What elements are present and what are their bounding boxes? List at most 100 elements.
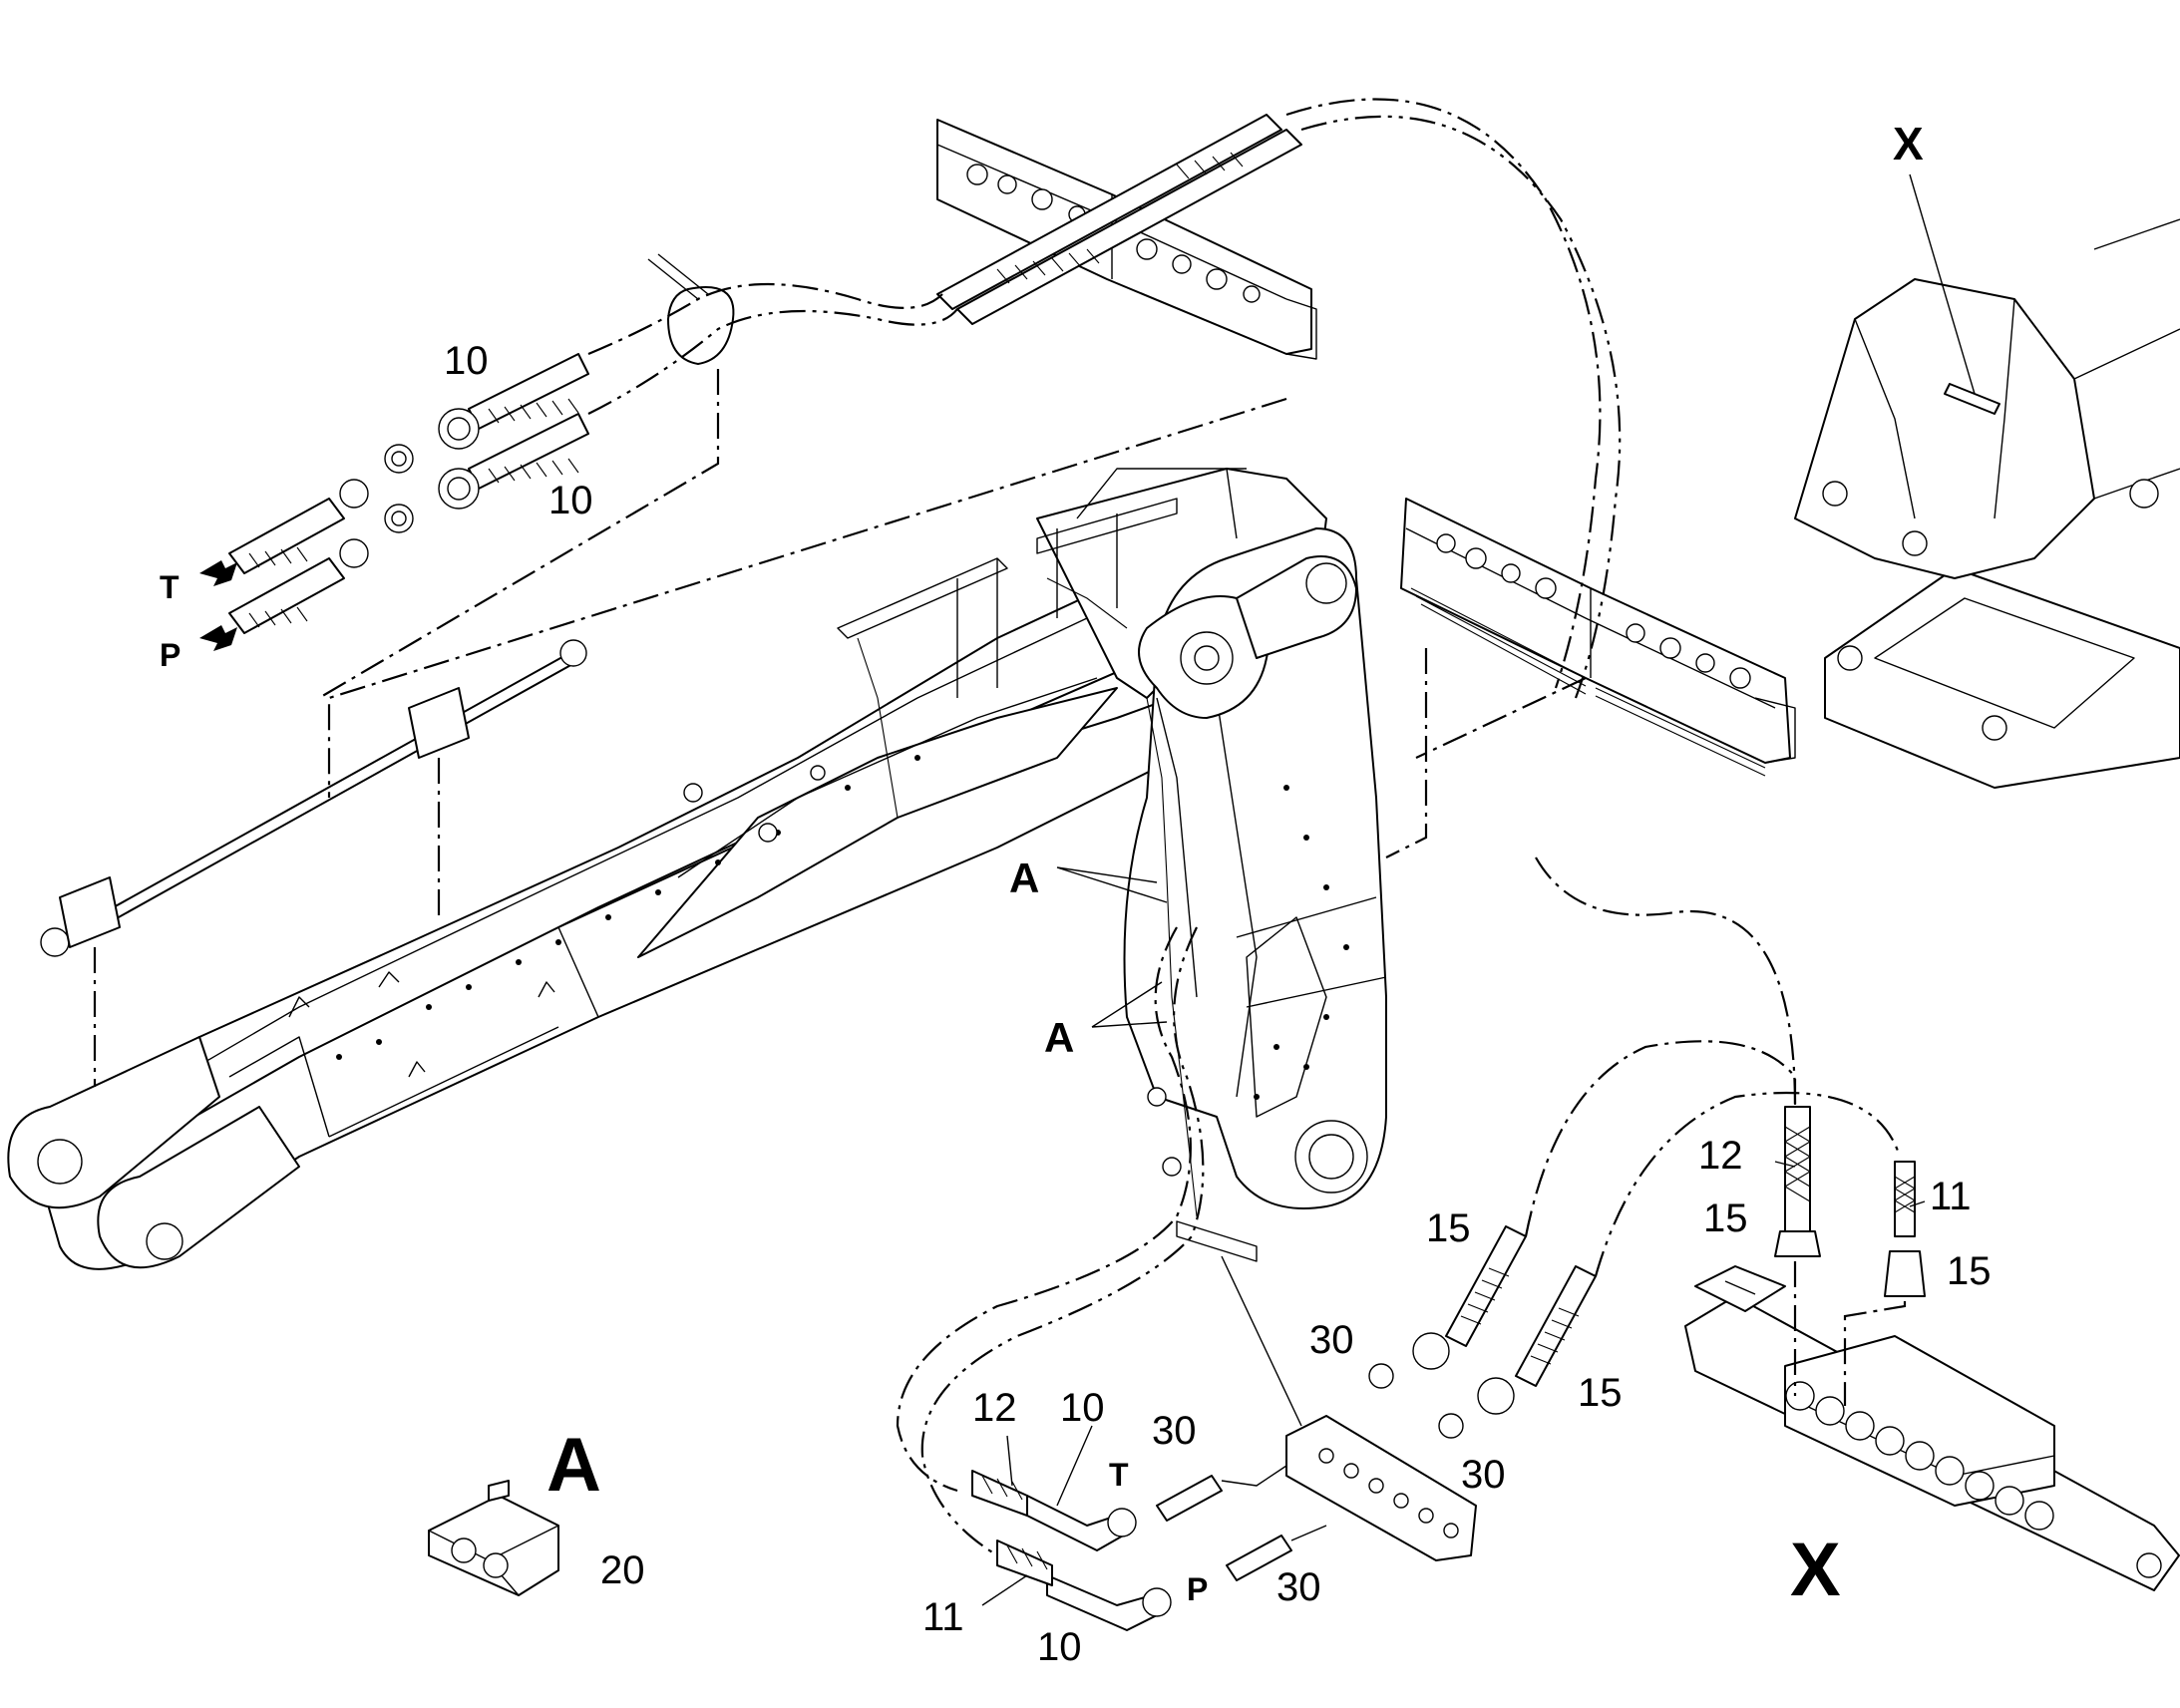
boom-top-brackets (288, 498, 1178, 1078)
leader-hose-to-frame (587, 282, 943, 356)
a-block-body (428, 1495, 559, 1596)
x-frame-detail-lines (1854, 218, 2180, 519)
leader-right-loop (1535, 856, 1797, 1108)
x-block-hoses (1774, 1106, 1926, 1297)
leader-frame-to-boom (327, 397, 1287, 798)
nut-10-upper (1107, 1508, 1137, 1537)
label-30-p: 30 (1276, 1565, 1321, 1609)
label-11-lower: 11 (922, 1595, 964, 1639)
nut-10-lower (1142, 1587, 1172, 1617)
label-30-upper-left: 30 (1309, 1318, 1354, 1362)
washer-30-upper (1368, 1363, 1394, 1389)
arrow-p-icon (199, 625, 237, 651)
dash-dot-leaders (93, 98, 1907, 1556)
a-leader-upper (1056, 866, 1168, 903)
x-block-body (1784, 1335, 2055, 1507)
strip-holes (1318, 1448, 1459, 1538)
label-15-lower: 15 (1578, 1371, 1623, 1415)
nut-15-lower (1477, 1377, 1515, 1415)
x-frame-hole-2 (1902, 530, 1928, 556)
leader-top-arc-2 (1300, 115, 1622, 699)
boom-side-edge (228, 926, 599, 1138)
fitting-30-p (1226, 1535, 1292, 1581)
stick-pivot-inner (1194, 645, 1220, 671)
clamp-rod (59, 647, 584, 948)
x-detail-block (1684, 1265, 2180, 1591)
label-30-t: 30 (1152, 1409, 1197, 1453)
fitting-30-t (1156, 1475, 1223, 1522)
lower-hoses (971, 1225, 1597, 1631)
x-frame-turntable-inner (1874, 597, 2135, 729)
label-30-right: 30 (1461, 1453, 1506, 1497)
leader-stick-to-lower-2 (920, 926, 1205, 1556)
hose-11-right (1894, 1161, 1916, 1237)
boom-foot-lug-hole (146, 1222, 183, 1260)
clamp-rod-assembly (40, 639, 587, 957)
label-20: 20 (600, 1548, 645, 1592)
right-frame-bracket (1754, 697, 1796, 764)
x-frame-hole-5 (1982, 715, 2007, 741)
top-frame-bracket (1285, 298, 1317, 360)
leader-right-frame-bracket (1385, 648, 1587, 858)
a-block-boss (488, 1480, 510, 1502)
label-x-top: X (1893, 118, 1924, 170)
stick-bottom-lug-inner (1308, 1134, 1354, 1180)
leader-clamp-ring (318, 369, 720, 699)
x-frame-hole-1 (1822, 481, 1848, 507)
stick-holes (1147, 785, 1349, 1177)
boom-holes (336, 755, 920, 1060)
arrow-t-icon (199, 560, 237, 586)
right-clamp-frame (1400, 498, 1796, 777)
hose-10-lower (438, 413, 589, 510)
label-p-lower: P (1187, 1571, 1208, 1607)
leader-hose-to-frame-2 (587, 308, 958, 415)
stick-inner-edge (1156, 697, 1258, 1098)
top-braided-hose-1 (936, 114, 1282, 310)
x-block-plate-hole (2136, 1552, 2162, 1578)
stick-web (1246, 916, 1327, 1118)
stick-base-strip (1176, 1220, 1258, 1262)
x-leader-line (1909, 173, 1976, 395)
x-block-upper-plate (1694, 1265, 1786, 1312)
label-10-bent-lower: 10 (1037, 1625, 1082, 1669)
leader-stick-to-lower (896, 926, 1192, 1493)
a-block-hole-2 (483, 1552, 509, 1578)
a-callout-leaders (1056, 866, 1168, 1028)
label-10-upper: 10 (444, 339, 489, 383)
label-x-detail: X (1790, 1528, 1841, 1612)
right-frame-holes (1436, 533, 1751, 689)
boom-pipe-route (857, 577, 1128, 819)
x-frame-hole-4 (1837, 645, 1863, 671)
top-braided-hose-2 (956, 129, 1302, 325)
top-hoses (199, 114, 1302, 651)
stick-assembly (1123, 527, 1387, 1262)
x-frame-turntable (1824, 567, 2180, 789)
hose-clamp-ring (667, 286, 735, 365)
x-detail-frame (1794, 173, 2180, 789)
nut-15-left (1774, 1230, 1821, 1257)
a-leader-lower (1091, 981, 1168, 1028)
rod-nut-top (559, 639, 587, 667)
label-12-right: 12 (1698, 1134, 1743, 1178)
fitting-leaders (1221, 1465, 1327, 1541)
label-p-top: P (160, 637, 181, 673)
label-15-right-right: 15 (1947, 1249, 1992, 1293)
x-block-fittings (1785, 1381, 2054, 1531)
leader-hose15-to-x-12 (1524, 1040, 1797, 1237)
hose-t (228, 479, 369, 574)
fittings-upper (384, 444, 414, 533)
leader-hose15-to-x-11 (1594, 1091, 1902, 1277)
boom-head-bracket-edge (1076, 468, 1247, 539)
rod-nut-bottom (40, 927, 70, 957)
label-15-right-left: 15 (1703, 1196, 1748, 1240)
top-hose-braid-1 (996, 152, 1244, 284)
part-number-labels: 10 10 T P A A X 15 15 30 30 30 30 T P 12… (160, 118, 1992, 1669)
label-10-lower: 10 (548, 479, 593, 522)
rod-clamp-1 (59, 876, 121, 948)
hose-10-upper (438, 353, 589, 450)
hose-15-lower (1515, 1265, 1597, 1387)
rod-clamp-2 (408, 687, 470, 759)
a-block-hole-1 (451, 1537, 477, 1563)
leader-top-arc (1285, 98, 1602, 689)
